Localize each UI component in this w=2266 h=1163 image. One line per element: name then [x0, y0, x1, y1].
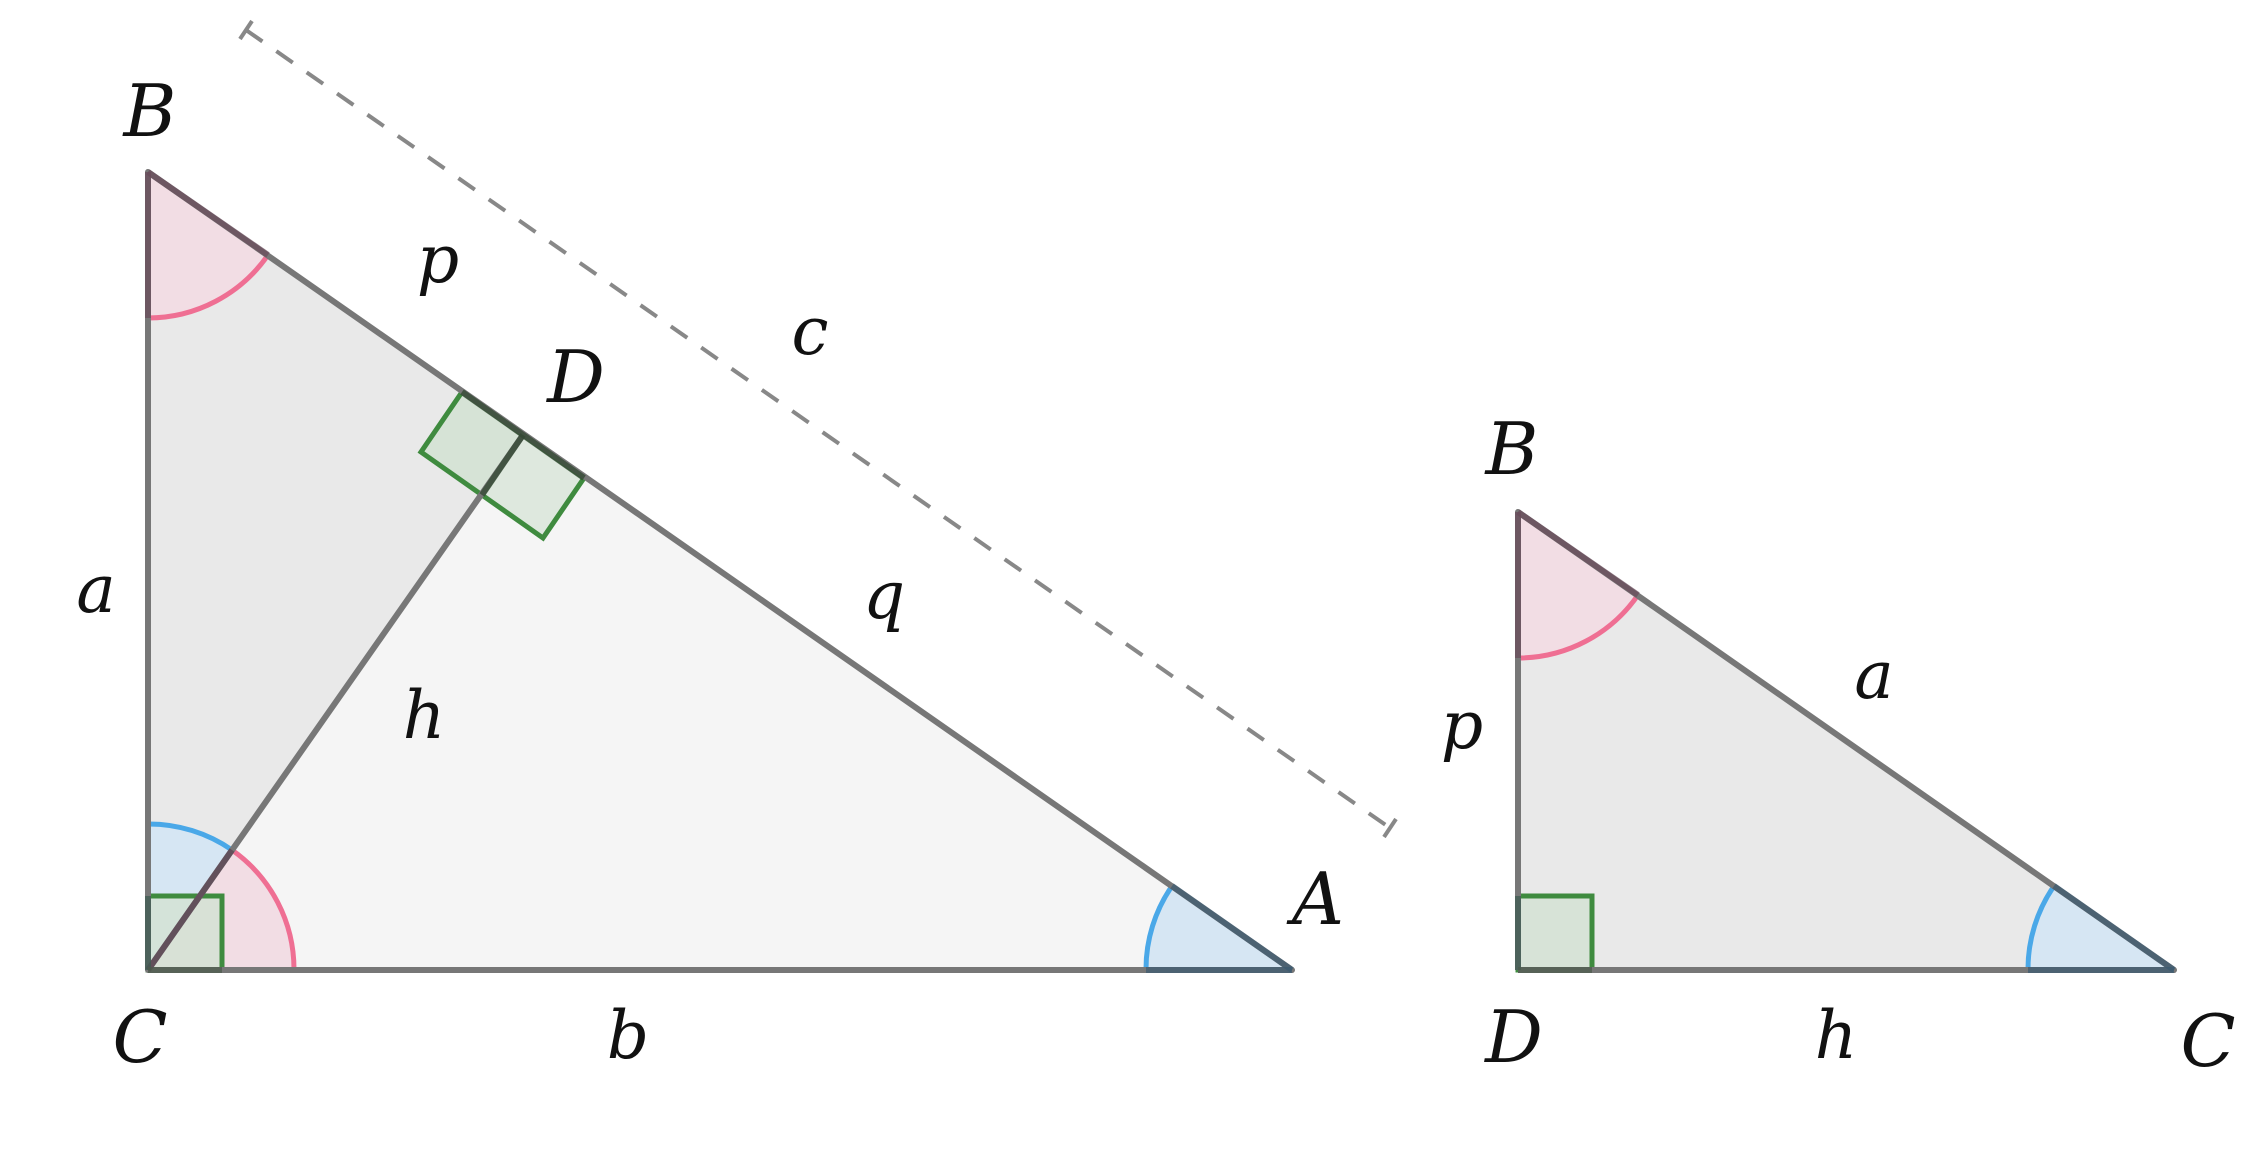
small-side-label-p: p — [1441, 687, 1483, 764]
small-vertex-label-C: C — [2180, 999, 2235, 1083]
side-label-p: p — [417, 221, 459, 298]
vertex-label-D: D — [545, 335, 605, 419]
angle-mark-A — [1145, 886, 1292, 970]
vertex-label-C: C — [112, 995, 167, 1079]
dimension-tick-top — [238, 19, 254, 41]
side-c — [145, 169, 1295, 973]
small-angle-mark-B — [1518, 512, 1638, 658]
small-angle-arc-B — [1517, 593, 1641, 661]
right-subtriangle-fill — [148, 435, 1292, 970]
small-right-angle-mark-D — [1515, 893, 1595, 973]
side-label-a: a — [76, 551, 115, 628]
angle-arc-C-blue — [147, 821, 234, 853]
side-label-c: c — [792, 293, 829, 370]
side-c-top-highlight — [146, 169, 270, 258]
side-label-q: q — [863, 557, 905, 634]
side-label-b: b — [607, 997, 649, 1074]
small-side-a-top-highlight — [1516, 509, 1640, 598]
small-vertex-label-B: B — [1484, 407, 1539, 491]
dimension-tick-bottom — [1382, 817, 1398, 839]
angle-mark-B — [148, 172, 268, 318]
small-side-label-a: a — [1854, 637, 1893, 714]
vertex-label-B: B — [122, 69, 177, 153]
angle-arc-A — [1143, 884, 1175, 971]
small-side-a-bottom-highlight — [2052, 883, 2176, 973]
angle-arc-B — [147, 253, 271, 321]
small-angle-mark-C — [2027, 886, 2174, 970]
altitude-D-highlight — [479, 433, 526, 497]
angle-arc-C-pink — [230, 847, 297, 971]
small-triangle: B D C p h a — [1441, 407, 2236, 1083]
side-c-bottom-highlight — [1170, 883, 1294, 973]
large-triangle: B C A D a b c p q h — [76, 19, 1398, 1079]
small-side-label-h: h — [1815, 997, 1858, 1074]
vertex-label-A: A — [1286, 857, 1344, 941]
altitude-C-highlight — [145, 848, 235, 972]
small-angle-arc-C — [2025, 884, 2057, 971]
hypotenuse-dimension-line — [244, 28, 1392, 830]
side-label-h: h — [403, 677, 446, 754]
small-vertex-label-D: D — [1483, 995, 1543, 1079]
